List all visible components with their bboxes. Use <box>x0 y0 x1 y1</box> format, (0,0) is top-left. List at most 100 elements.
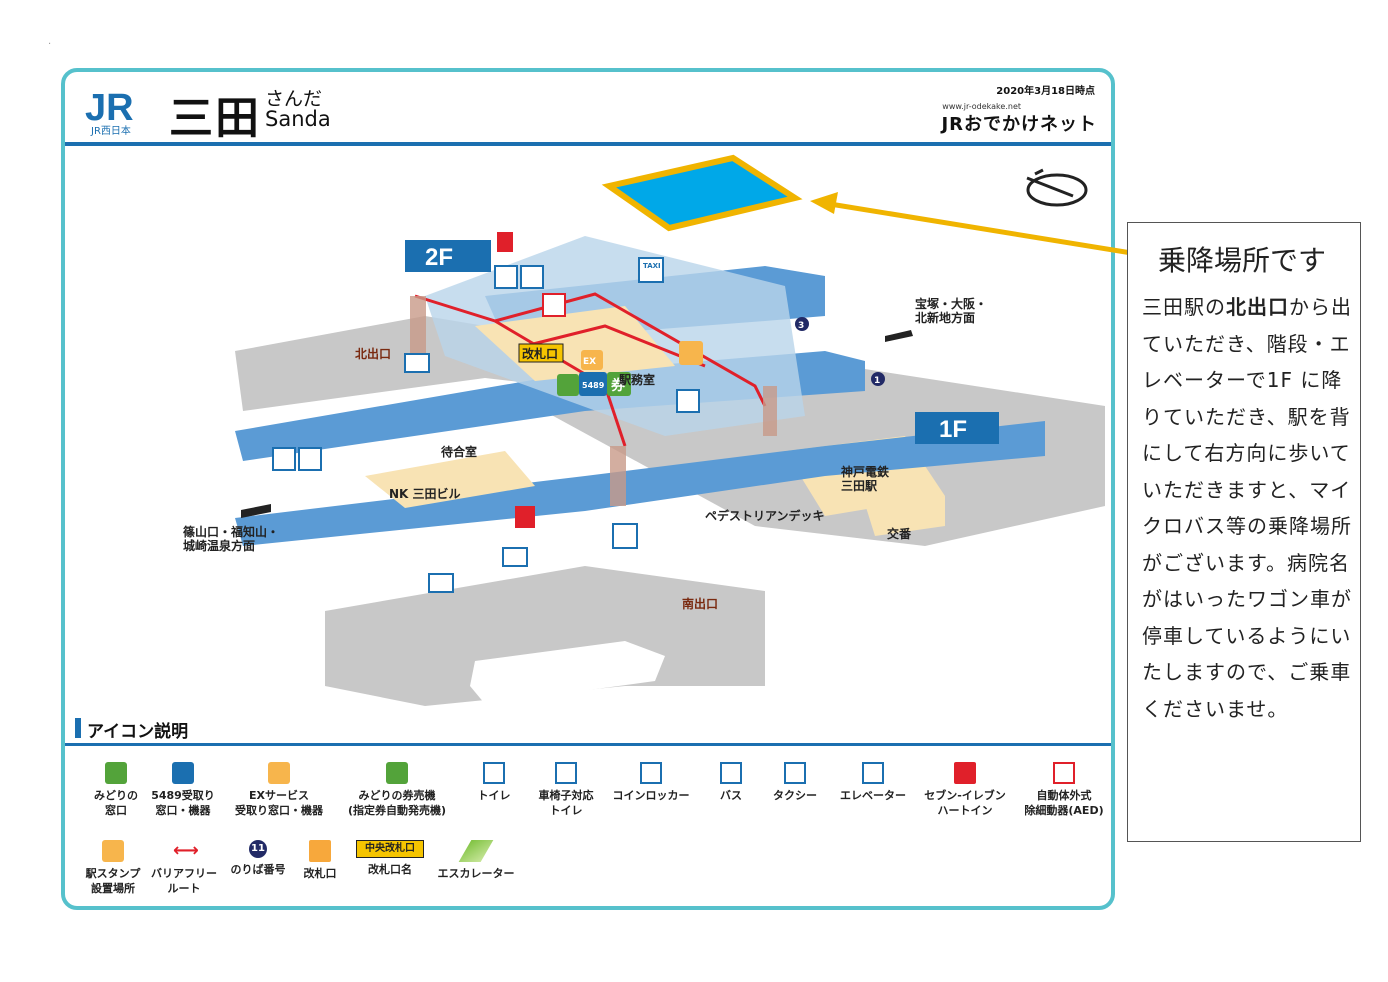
svg-text:1F: 1F <box>939 416 967 443</box>
direction-sasayama-line1: 篠山口・福知山・ <box>183 524 279 539</box>
aed-icon <box>1053 762 1075 784</box>
svg-text:2F: 2F <box>425 244 453 271</box>
legend-label: みどりの券売機 (指定券自動発売機) <box>347 789 447 817</box>
direction-arrows <box>241 330 913 518</box>
ticket-gate-icon <box>309 840 331 862</box>
as-of-date: 2020年3月18日時点 <box>996 86 1095 97</box>
stray-dot: . <box>48 36 52 47</box>
gate-name-icon: 中央改札口 <box>356 840 424 858</box>
elevator-icon <box>862 762 884 784</box>
svg-text:改札口: 改札口 <box>522 346 558 361</box>
legend-label: セブン-イレブン ハートイン <box>924 789 1006 817</box>
legend-wheelchair-toilet: 車椅子対応 トイレ <box>529 762 603 818</box>
legend-label: 車椅子対応 トイレ <box>538 789 594 817</box>
legend-label: みどりの 窓口 <box>94 789 138 817</box>
legend-label: 駅スタンプ 設置場所 <box>85 867 141 895</box>
note-title: 乗降場所です <box>1158 244 1327 277</box>
note-body: 三田駅の北出口から出ていただき、階段・エレベーターで1F に降りていただき、駅を… <box>1142 289 1356 727</box>
legend-label: 改札口 <box>303 867 337 880</box>
legend-escalator: エスカレーター <box>433 840 519 881</box>
legend-label: 改札口名 <box>368 863 412 876</box>
elevator-shafts <box>410 296 777 506</box>
south-exit-label: 南出口 <box>682 596 718 611</box>
toilet-map-icon <box>494 265 518 289</box>
legend-ex-service: EXサービス 受取り窓口・機器 <box>225 762 333 818</box>
pedestrian-deck-label: ペデストリアンデッキ <box>705 508 825 523</box>
site-logo-text: JRおでかけネット <box>941 114 1097 135</box>
platform-number-icon: 11 <box>249 840 267 858</box>
aed-map-icon <box>542 293 566 317</box>
svg-text:TAXI: TAXI <box>643 262 661 270</box>
legend-ticket-gate: 改札口 <box>295 840 345 881</box>
legend-label: タクシー <box>773 789 817 802</box>
svg-text:1: 1 <box>874 376 880 386</box>
direction-takarazuka-line1: 宝塚・大阪・ <box>915 296 987 311</box>
floor-tag-2f: 2F <box>405 240 491 272</box>
coin-locker-map-icon <box>676 389 700 413</box>
jr-logo-caption: JR西日本 <box>90 124 131 136</box>
5489-map-icon <box>579 372 607 396</box>
wheelchair-toilet-icon <box>555 762 577 784</box>
site-url: www.jr-odekake.net <box>942 102 1021 111</box>
kobe-dentetsu-label: 神戸電鉄三田駅 <box>841 464 889 493</box>
bus-map-icon-3 <box>428 573 454 593</box>
bus-icon <box>720 762 742 784</box>
legend-barrier-free: ⟷ バリアフリー ルート <box>149 840 219 896</box>
taxi-icon <box>784 762 806 784</box>
ticket-icons-cluster: 5489 券 EX <box>557 350 631 396</box>
legend-midori-window: みどりの 窓口 <box>81 762 151 818</box>
note-body-text: 出ていただき、階段・エレベーターで1F に降りていただき、駅を背にして右方向に歩… <box>1142 295 1352 721</box>
legend-title-bar <box>75 718 81 738</box>
pickup-note-box: 乗降場所です 三田駅の北出口から出ていただき、階段・エレベーターで1F に降りて… <box>1127 222 1361 842</box>
legend-label: EXサービス 受取り窓口・機器 <box>235 789 323 817</box>
bus-map-icon-2 <box>502 547 528 567</box>
escalator-icon <box>458 840 494 862</box>
legend-label: のりば番号 <box>230 863 286 876</box>
ticket-machine-icon <box>386 762 408 784</box>
legend-label: コインロッカー <box>612 789 690 802</box>
legend-aed: 自動体外式 除細動器(AED) <box>1019 762 1109 818</box>
midori-window-icon <box>105 762 127 784</box>
direction-takarazuka-line2: 北新地方面 <box>915 310 975 325</box>
seven-eleven-map-icon-2f <box>497 232 513 252</box>
station-3d-map: 2F 1F 改札口 5489 券 EX <box>183 154 1105 706</box>
ex-service-icon <box>268 762 290 784</box>
legend-platform-number: 11 のりば番号 <box>225 840 291 877</box>
legend-label: 5489受取り 窓口・機器 <box>151 789 215 817</box>
legend-seven-eleven: セブン-イレブン ハートイン <box>917 762 1013 818</box>
note-line1-post: から <box>1289 295 1331 319</box>
pickup-area-highlight <box>601 154 803 232</box>
coin-locker-icon <box>640 762 662 784</box>
legend-divider <box>65 743 1111 746</box>
jr-logo-mark: JR <box>85 87 134 129</box>
toilet-icon <box>483 762 505 784</box>
station-map-frame: JR JR西日本 三田 さんだ Sanda 2020年3月18日時点 www.j… <box>61 68 1115 910</box>
floor-tag-1f: 1F <box>915 412 999 444</box>
legend-5489: 5489受取り 窓口・機器 <box>145 762 221 818</box>
bus-map-icon-1 <box>404 353 430 373</box>
legend-gate-name: 中央改札口 改札口名 <box>355 840 425 877</box>
seven-eleven-map-icon-1f <box>515 506 535 528</box>
legend-label: エレベーター <box>840 789 906 802</box>
midori-window-map-icon <box>557 374 579 396</box>
platform-1-marker <box>871 372 885 386</box>
taxi-map-icon-2 <box>612 523 638 549</box>
legend-bus: バス <box>711 762 751 803</box>
barrier-free-route-icon: ⟷ <box>173 840 199 861</box>
svg-text:EX: EX <box>583 357 596 367</box>
station-name-en: Sanda <box>265 107 331 131</box>
note-line1-pre: 三田駅の <box>1142 295 1226 319</box>
svg-text:3: 3 <box>798 321 804 331</box>
legend-label: バス <box>720 789 742 802</box>
station-office-label: 駅務室 <box>618 372 655 387</box>
station-kana: さんだ <box>265 88 323 110</box>
nk-building-label: NK 三田ビル <box>389 486 461 501</box>
legend-label: 自動体外式 除細動器(AED) <box>1024 789 1104 817</box>
wheelchair-map-icon <box>520 265 544 289</box>
legend-label: トイレ <box>477 789 511 802</box>
wheelchair-map-icon-1f <box>298 447 322 471</box>
legend-label: エスカレーター <box>437 867 515 880</box>
5489-icon <box>172 762 194 784</box>
legend-title: アイコン説明 <box>87 722 189 742</box>
map-icons: TAXI 3 1 <box>272 232 885 593</box>
